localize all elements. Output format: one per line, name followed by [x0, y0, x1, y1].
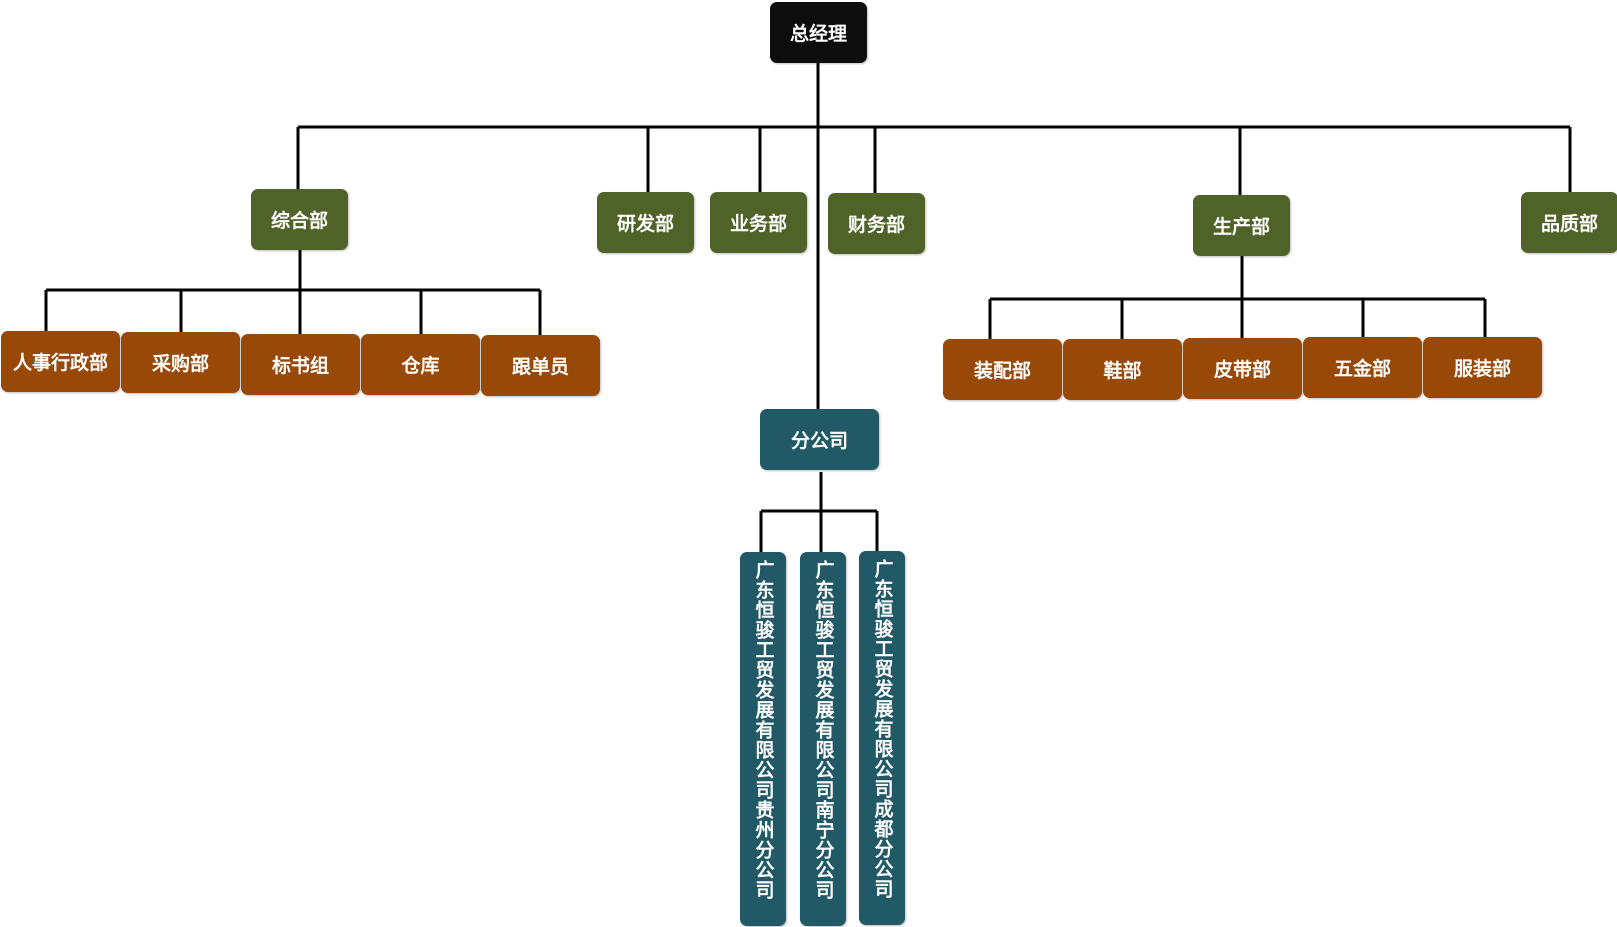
node-general-department: 综合部 — [251, 189, 348, 250]
node-production-department: 生产部 — [1193, 195, 1290, 256]
node-merchandiser: 跟单员 — [481, 335, 600, 396]
node-hr-admin: 人事行政部 — [1, 331, 120, 392]
node-purchasing: 采购部 — [121, 332, 240, 393]
node-rnd-department: 研发部 — [597, 192, 694, 253]
node-bidding-group: 标书组 — [241, 334, 360, 395]
node-apparel: 服装部 — [1423, 337, 1542, 398]
node-branch-chengdu: 广东恒骏工贸发展有限公司成都分公司 — [859, 551, 905, 925]
node-business-department: 业务部 — [710, 192, 807, 253]
node-branch-office: 分公司 — [760, 409, 879, 470]
node-shoes: 鞋部 — [1063, 339, 1182, 400]
node-hardware: 五金部 — [1303, 337, 1422, 398]
node-branch-guizhou: 广东恒骏工贸发展有限公司贵州分公司 — [740, 552, 786, 926]
node-belts: 皮带部 — [1183, 338, 1302, 399]
node-finance-department: 财务部 — [828, 193, 925, 254]
node-branch-nanning: 广东恒骏工贸发展有限公司南宁分公司 — [800, 552, 846, 926]
node-quality-department: 品质部 — [1521, 192, 1617, 253]
node-assembly: 装配部 — [943, 339, 1062, 400]
node-warehouse: 仓库 — [361, 334, 480, 395]
node-general-manager: 总经理 — [770, 2, 867, 63]
